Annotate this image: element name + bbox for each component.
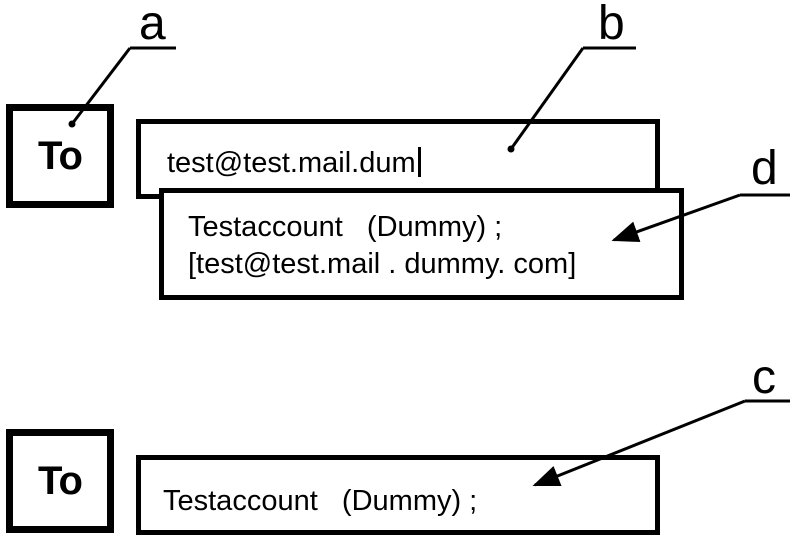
callout-label-b: b [598,0,625,50]
recipient-input-top-value: test@test.mail.dum [167,147,421,178]
autocomplete-suggestion[interactable]: Testaccount (Dummy) ; [test@test.mail . … [159,188,684,300]
text-caret [417,147,421,177]
recipient-input-bottom[interactable]: Testaccount (Dummy) ; [136,455,660,535]
callout-label-d: d [751,142,778,195]
to-button-top[interactable]: To [6,104,114,208]
recipient-input-top[interactable]: test@test.mail.dum [136,119,660,199]
callout-label-a: a [139,0,166,50]
to-button-top-label: To [38,133,83,178]
callout-label-c: c [752,351,776,404]
suggestion-name: Testaccount (Dummy) ; [188,211,503,243]
to-button-bottom[interactable]: To [6,429,114,533]
to-button-bottom-label: To [38,458,83,503]
recipient-input-bottom-value: Testaccount (Dummy) ; [163,485,478,517]
suggestion-address: [test@test.mail . dummy. com] [188,248,577,280]
